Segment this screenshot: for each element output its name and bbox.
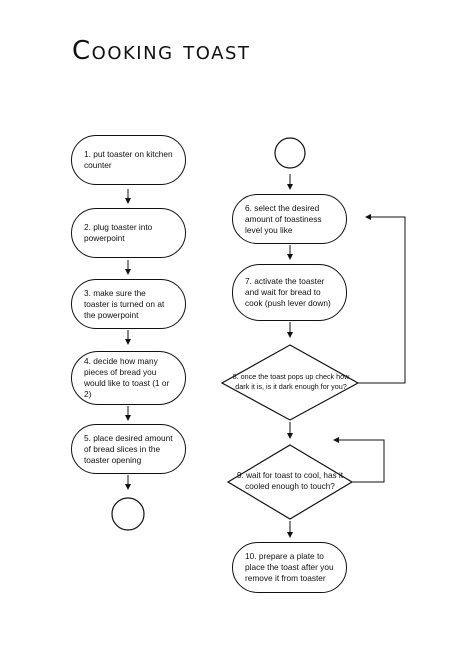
decision-8-diamond <box>220 344 360 421</box>
step-10-box: 10. prepare a plate to place the toast a… <box>232 542 347 593</box>
step-4-label: 4. decide how many pieces of bread you w… <box>84 356 170 399</box>
start-connector-circle <box>274 137 306 169</box>
page-title: Cooking toast <box>72 36 251 66</box>
loop-back-arrow-decision9 <box>333 437 385 483</box>
step-10-label: 10. prepare a plate to place the toast a… <box>245 551 334 583</box>
step-2-label: 2. plug toaster into powerpoint <box>84 222 153 243</box>
step-3-box: 3. make sure the toaster is turned on at… <box>71 279 186 329</box>
step-6-box: 6. select the desired amount of toastine… <box>232 194 347 244</box>
decision-9-diamond <box>226 444 354 520</box>
step-7-box: 7. activate the toaster and wait for bre… <box>232 264 347 321</box>
loop-back-arrow-decision8-to-step6 <box>358 214 406 384</box>
step-5-label: 5. place desired amount of bread slices … <box>84 432 173 465</box>
step-3-label: 3. make sure the toaster is turned on at… <box>84 287 165 320</box>
step-7-label: 7. activate the toaster and wait for bre… <box>245 276 331 308</box>
decision-9-label: 9. wait for toast to cool, has it cooled… <box>236 471 344 491</box>
step-1-label: 1. put toaster on kitchen counter <box>84 149 173 170</box>
step-1-box: 1. put toaster on kitchen counter <box>71 135 186 185</box>
step-6-label: 6. select the desired amount of toastine… <box>245 202 322 235</box>
decision-8-label: 8. once the toast pops up check how dark… <box>232 372 350 391</box>
end-connector-circle <box>111 497 145 531</box>
step-2-box: 2. plug toaster into powerpoint <box>71 208 186 258</box>
step-5-box: 5. place desired amount of bread slices … <box>71 424 186 474</box>
step-4-box: 4. decide how many pieces of bread you w… <box>71 351 186 405</box>
